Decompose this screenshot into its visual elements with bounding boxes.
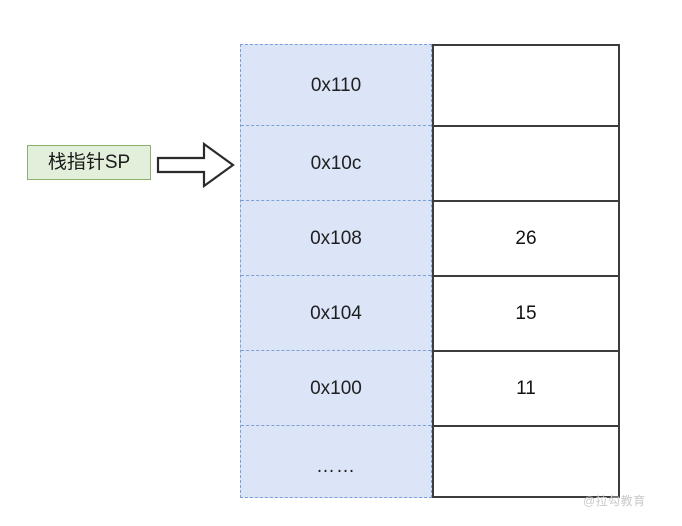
stack-memory-table: 0x110 0x10c 0x108 0x104 0x100 …… 26 15 1…: [240, 44, 620, 498]
watermark: @拉勾教育: [583, 494, 646, 508]
address-column: 0x110 0x10c 0x108 0x104 0x100 ……: [240, 44, 432, 498]
address-cell: 0x104: [310, 302, 362, 324]
value-cell: 15: [515, 303, 537, 324]
stack-pointer-label: 栈指针SP: [27, 145, 151, 180]
address-row-divider: [241, 125, 431, 126]
value-cell: 26: [515, 228, 537, 249]
address-row-divider: [241, 200, 431, 201]
address-cell: 0x108: [310, 227, 362, 249]
value-row-divider: [434, 275, 618, 277]
value-row-divider: [434, 200, 618, 202]
address-row-divider: [241, 425, 431, 426]
address-cell: 0x110: [310, 74, 362, 96]
value-cell: [434, 46, 618, 125]
value-row-divider: [434, 125, 618, 127]
value-row-divider: [434, 425, 618, 427]
address-cell: 0x10c: [310, 152, 362, 174]
address-row-divider: [241, 275, 431, 276]
value-column: 26 15 11: [432, 44, 620, 498]
address-row-divider: [241, 350, 431, 351]
address-cell-ellipsis: ……: [316, 456, 356, 477]
value-row-divider: [434, 350, 618, 352]
value-cell: [434, 127, 618, 200]
right-block-arrow-icon: [156, 141, 236, 189]
value-cell: [434, 427, 618, 497]
address-cell: 0x100: [310, 377, 362, 399]
value-cell: 11: [516, 378, 536, 399]
